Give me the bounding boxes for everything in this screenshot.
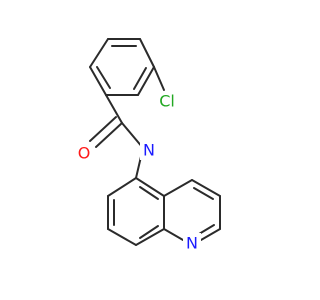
chlorine-atom: Cl: [156, 91, 180, 111]
bond-benz-inner-3: [96, 66, 111, 89]
bond-benz-2: [139, 38, 155, 68]
amide-nitrogen-label-bg: [140, 140, 158, 160]
bond-benz-5: [89, 66, 107, 96]
bond-carbonyl-n: [121, 122, 144, 149]
bond-benz-inner-2: [133, 67, 147, 90]
ring-nitrogen-label: N: [186, 234, 198, 253]
bond-ring-carbonyl: [105, 94, 123, 124]
bond-q-left-1: [107, 177, 137, 197]
bond-carbonyl-double-1: [95, 122, 123, 148]
bond-q-right-inner-2: [198, 224, 215, 235]
bond-q-left-4: [135, 228, 165, 246]
bond-layer: [89, 38, 221, 246]
bond-q-right-1: [163, 179, 193, 197]
amide-nitrogen-atom: N: [140, 140, 158, 160]
oxygen-label-bg: [75, 143, 93, 163]
bond-q-right-2: [191, 179, 221, 197]
bond-q-left-3: [107, 228, 137, 246]
bond-benz-3: [137, 66, 155, 96]
bond-q-right-inner-1: [193, 187, 214, 200]
amide-nitrogen-label: N: [143, 141, 155, 160]
chlorine-label: Cl: [159, 92, 175, 111]
structure-canvas: Cl O N N: [75, 38, 221, 253]
bond-c-cl: [153, 66, 165, 91]
oxygen-atom: O: [75, 143, 93, 163]
ring-nitrogen-label-bg: [183, 233, 201, 253]
oxygen-label: O: [78, 144, 91, 163]
atom-label-layer: Cl O N N: [75, 91, 201, 253]
bond-q-left-6: [135, 177, 165, 197]
bond-q-right-4: [200, 228, 221, 241]
bond-q-left-inner-3: [139, 186, 159, 200]
bond-q-left-inner-2: [139, 225, 159, 239]
chlorine-label-bg: [156, 91, 180, 111]
bond-q-right-5: [163, 228, 184, 241]
bond-carbonyl-double-2: [89, 116, 117, 142]
bond-benz-6: [89, 38, 109, 68]
ring-nitrogen-atom: N: [183, 233, 201, 253]
